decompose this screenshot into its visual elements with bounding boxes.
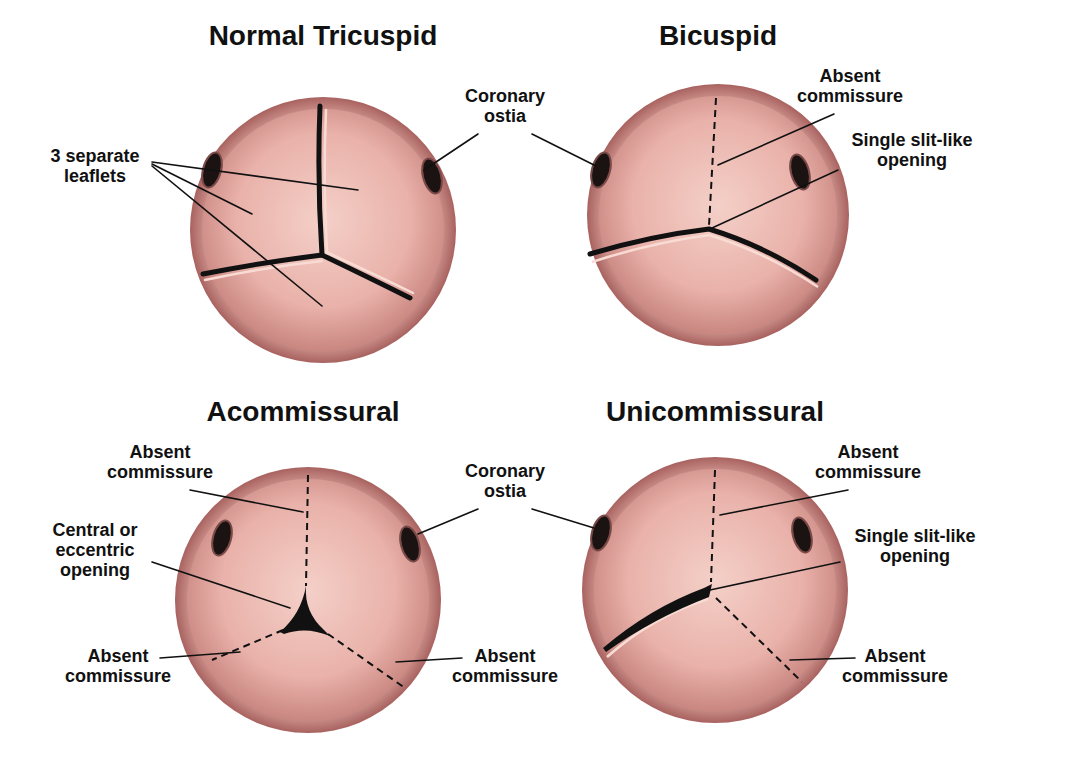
leader-line	[190, 490, 303, 512]
leader-line	[396, 658, 462, 662]
callout-label: Absent commissure	[788, 66, 912, 106]
callout-label: Absent commissure	[833, 646, 957, 686]
leader-line	[152, 166, 322, 306]
callout-label: Absent commissure	[56, 646, 180, 686]
leader-line	[790, 658, 855, 660]
coronary-ostium	[789, 515, 816, 554]
leader-line	[160, 652, 240, 658]
panel-title: Acommissural	[103, 396, 503, 427]
absent-commissure	[711, 470, 715, 582]
bicuspid-valve	[587, 84, 849, 346]
coronary-ostium	[209, 518, 236, 557]
coronary-ostium	[787, 152, 814, 191]
unicommissural-valve	[582, 457, 848, 723]
coronary-ostium	[588, 513, 615, 552]
leader-line	[720, 490, 848, 515]
leader-line	[424, 134, 478, 170]
absent-commissure	[328, 634, 405, 688]
commissure-line	[322, 255, 410, 298]
callout-label: Absent commissure	[806, 442, 930, 482]
leaflet-highlight	[326, 252, 413, 293]
callout-label: Single slit-like opening	[836, 130, 988, 170]
leader-line	[532, 509, 594, 528]
leader-line	[710, 562, 840, 590]
valve-opening	[280, 586, 330, 636]
valve-rim	[175, 467, 441, 733]
absent-commissure	[709, 98, 716, 226]
leader-line	[718, 114, 834, 165]
valve-opening	[590, 229, 816, 280]
leader-line	[152, 162, 358, 190]
valve-opening	[603, 584, 712, 652]
leaflet-highlight	[607, 599, 708, 657]
callout-label: Absent commissure	[443, 646, 567, 686]
leader-line	[712, 170, 838, 228]
callout-label: Central or eccentric opening	[39, 520, 151, 580]
panel-title: Unicommissural	[515, 396, 915, 427]
callout-label: 3 separate leaflets	[35, 146, 155, 186]
panel-title: Normal Tricuspid	[123, 20, 523, 51]
coronary-ostium	[588, 150, 615, 189]
panel-title: Bicuspid	[568, 20, 868, 51]
leader-line	[152, 562, 290, 608]
leader-line	[532, 134, 596, 166]
absent-commissure	[212, 630, 283, 660]
acommissural-valve	[175, 467, 441, 733]
leaflet-highlight	[325, 110, 327, 252]
leader-line	[418, 509, 478, 534]
valve-face	[599, 96, 837, 334]
absent-commissure	[716, 598, 802, 682]
valve-rim	[582, 457, 848, 723]
valve-face	[594, 469, 836, 711]
valve-rim	[587, 84, 849, 346]
callout-label: Coronary ostia	[449, 461, 561, 501]
commissure-line	[319, 106, 322, 255]
callout-label: Coronary ostia	[449, 86, 561, 126]
callout-label: Absent commissure	[98, 442, 222, 482]
callout-label: Single slit-like opening	[839, 526, 991, 566]
absent-commissure	[306, 475, 308, 586]
coronary-ostium	[397, 524, 424, 563]
coronary-ostium	[419, 156, 446, 195]
